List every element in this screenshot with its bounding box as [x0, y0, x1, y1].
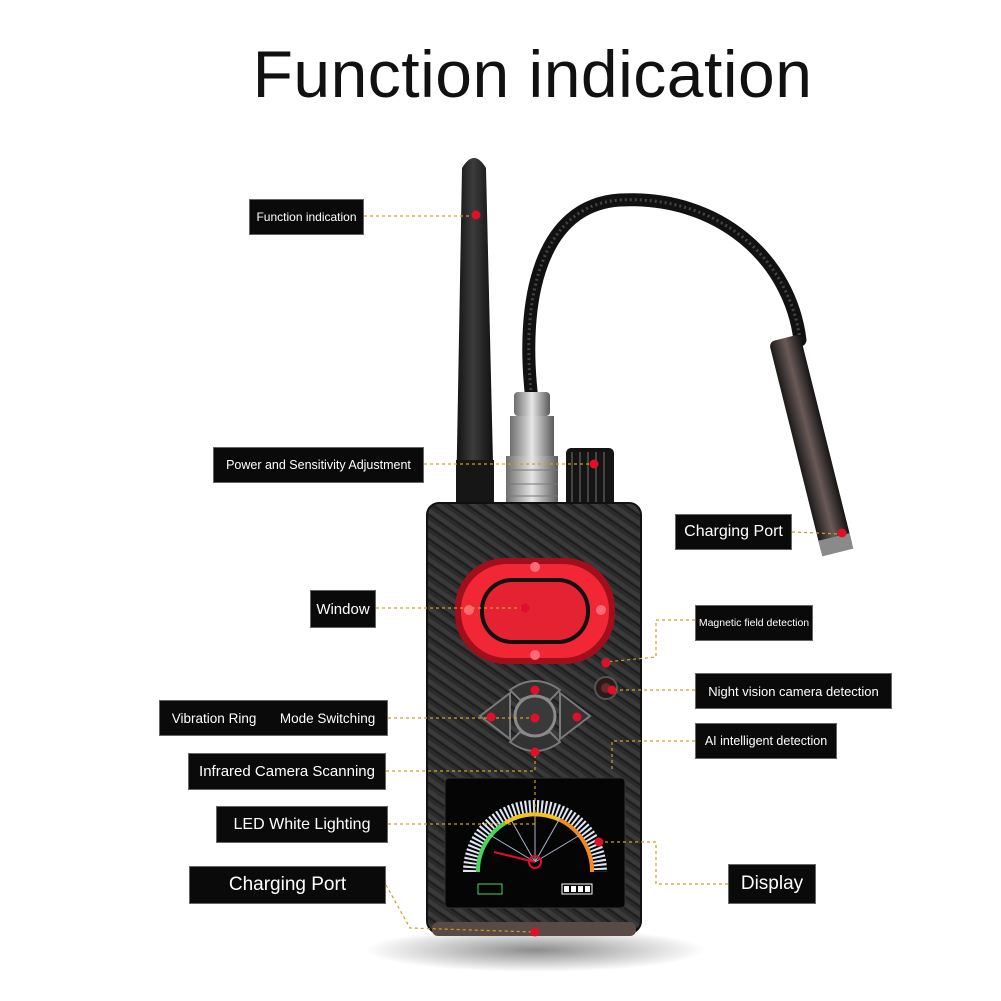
button-cluster	[478, 680, 592, 752]
label-magnetic-field: Magnetic field detection	[695, 605, 813, 641]
power-knob	[566, 448, 614, 510]
label-infrared-scanning: Infrared Camera Scanning	[188, 753, 386, 790]
label-night-vision: Night vision camera detection	[695, 673, 892, 709]
label-window: Window	[310, 590, 376, 628]
label-function-indication: Function indication	[249, 199, 364, 235]
detection-window	[455, 558, 615, 664]
antenna	[456, 158, 494, 506]
label-led-lighting: LED White Lighting	[216, 806, 388, 843]
probe-connector	[506, 392, 558, 508]
label-display: Display	[728, 864, 816, 904]
callout-markers	[471, 210, 847, 937]
label-power-sensitivity: Power and Sensitivity Adjustment	[213, 447, 424, 483]
page-title: Function indication	[252, 37, 813, 111]
gooseneck-probe	[522, 193, 854, 557]
label-vibration-mode: Vibration Ring Mode Switching	[159, 700, 388, 736]
label-ai-detection: AI intelligent detection	[695, 723, 837, 759]
label-charging-port-bottom: Charging Port	[189, 866, 386, 904]
display-screen	[444, 777, 626, 909]
leader-lines	[364, 215, 841, 933]
label-charging-port-top: Charging Port	[675, 514, 792, 550]
device-shadow	[365, 928, 705, 972]
